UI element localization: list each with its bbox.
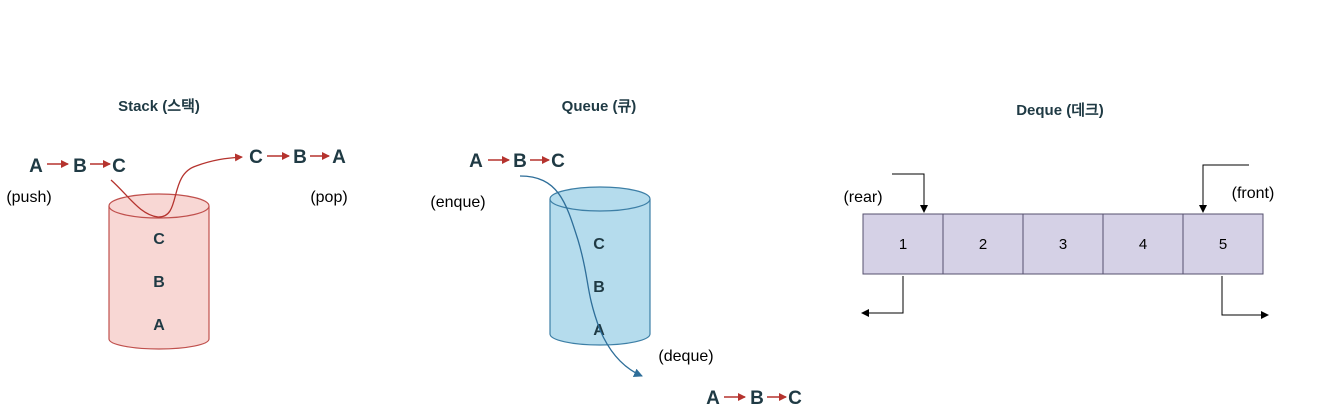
queue-out-item-2: B bbox=[750, 388, 764, 409]
stack-pop-item-3: A bbox=[332, 147, 346, 168]
stack-pop-sequence: C B A bbox=[249, 147, 346, 168]
queue-enque-label: (enque) bbox=[430, 194, 485, 211]
deque-cell-2-label: 2 bbox=[979, 236, 987, 253]
stack-pop-label: (pop) bbox=[310, 189, 347, 206]
deque-rear-label: (rear) bbox=[843, 189, 882, 206]
deque-cell-4 bbox=[1102, 213, 1184, 275]
stack-push-item-3: C bbox=[112, 156, 126, 177]
deque-front-insert-arrow bbox=[1199, 164, 1249, 213]
queue-in-item-3: C bbox=[551, 151, 565, 172]
deque-cell-4-label: 4 bbox=[1139, 236, 1147, 253]
queue-out-sequence: A B C bbox=[706, 388, 802, 409]
deque-cell-3-label: 3 bbox=[1059, 236, 1067, 253]
deque-rear-remove-arrow bbox=[861, 276, 904, 317]
queue-item-middle: B bbox=[593, 279, 605, 296]
stack-title: Stack (스택) bbox=[118, 97, 200, 115]
deque-cell-5-label: 5 bbox=[1219, 236, 1227, 253]
queue-item-top: C bbox=[593, 236, 605, 253]
deque-cell-1-label: 1 bbox=[899, 236, 907, 253]
deque-title: Deque (데크) bbox=[1016, 102, 1104, 119]
deque-section: Deque (데크) (rear) (front) 1 2 3 4 5 bbox=[843, 102, 1275, 319]
deque-front-remove-arrow bbox=[1221, 276, 1269, 319]
queue-title: Queue (큐) bbox=[562, 98, 637, 115]
queue-out-item-3: C bbox=[788, 388, 802, 409]
queue-out-item-1: A bbox=[706, 388, 720, 409]
deque-cell-1 bbox=[862, 213, 944, 275]
stack-push-label: (push) bbox=[6, 189, 51, 206]
queue-in-sequence: A B C bbox=[469, 151, 565, 172]
queue-section: Queue (큐) A B C (enque) C B A (deque) A … bbox=[430, 98, 802, 409]
stack-item-middle: B bbox=[153, 274, 165, 291]
stack-pop-item-1: C bbox=[249, 147, 263, 168]
queue-deque-label: (deque) bbox=[658, 348, 713, 365]
queue-in-item-1: A bbox=[469, 151, 483, 172]
stack-pop-item-2: B bbox=[293, 147, 307, 168]
stack-item-top: C bbox=[153, 231, 165, 248]
deque-rear-insert-arrow bbox=[892, 173, 928, 213]
deque-cell-2 bbox=[942, 213, 1024, 275]
deque-cell-5 bbox=[1182, 213, 1264, 275]
stack-push-item-2: B bbox=[73, 156, 87, 177]
stack-cylinder bbox=[108, 193, 210, 350]
stack-push-pop-curve bbox=[110, 153, 243, 218]
deque-cell-3 bbox=[1022, 213, 1104, 275]
stack-item-bottom: A bbox=[153, 317, 165, 334]
deque-cells: 1 2 3 4 5 bbox=[862, 213, 1264, 275]
stack-push-sequence: A B C bbox=[29, 156, 126, 177]
deque-front-label: (front) bbox=[1232, 185, 1275, 202]
stack-push-item-1: A bbox=[29, 156, 43, 177]
queue-cylinder bbox=[549, 186, 651, 346]
queue-flow-curve bbox=[519, 175, 643, 377]
queue-in-item-2: B bbox=[513, 151, 527, 172]
stack-section: Stack (스택) A B C C B A (push) (pop) C B … bbox=[6, 97, 348, 350]
